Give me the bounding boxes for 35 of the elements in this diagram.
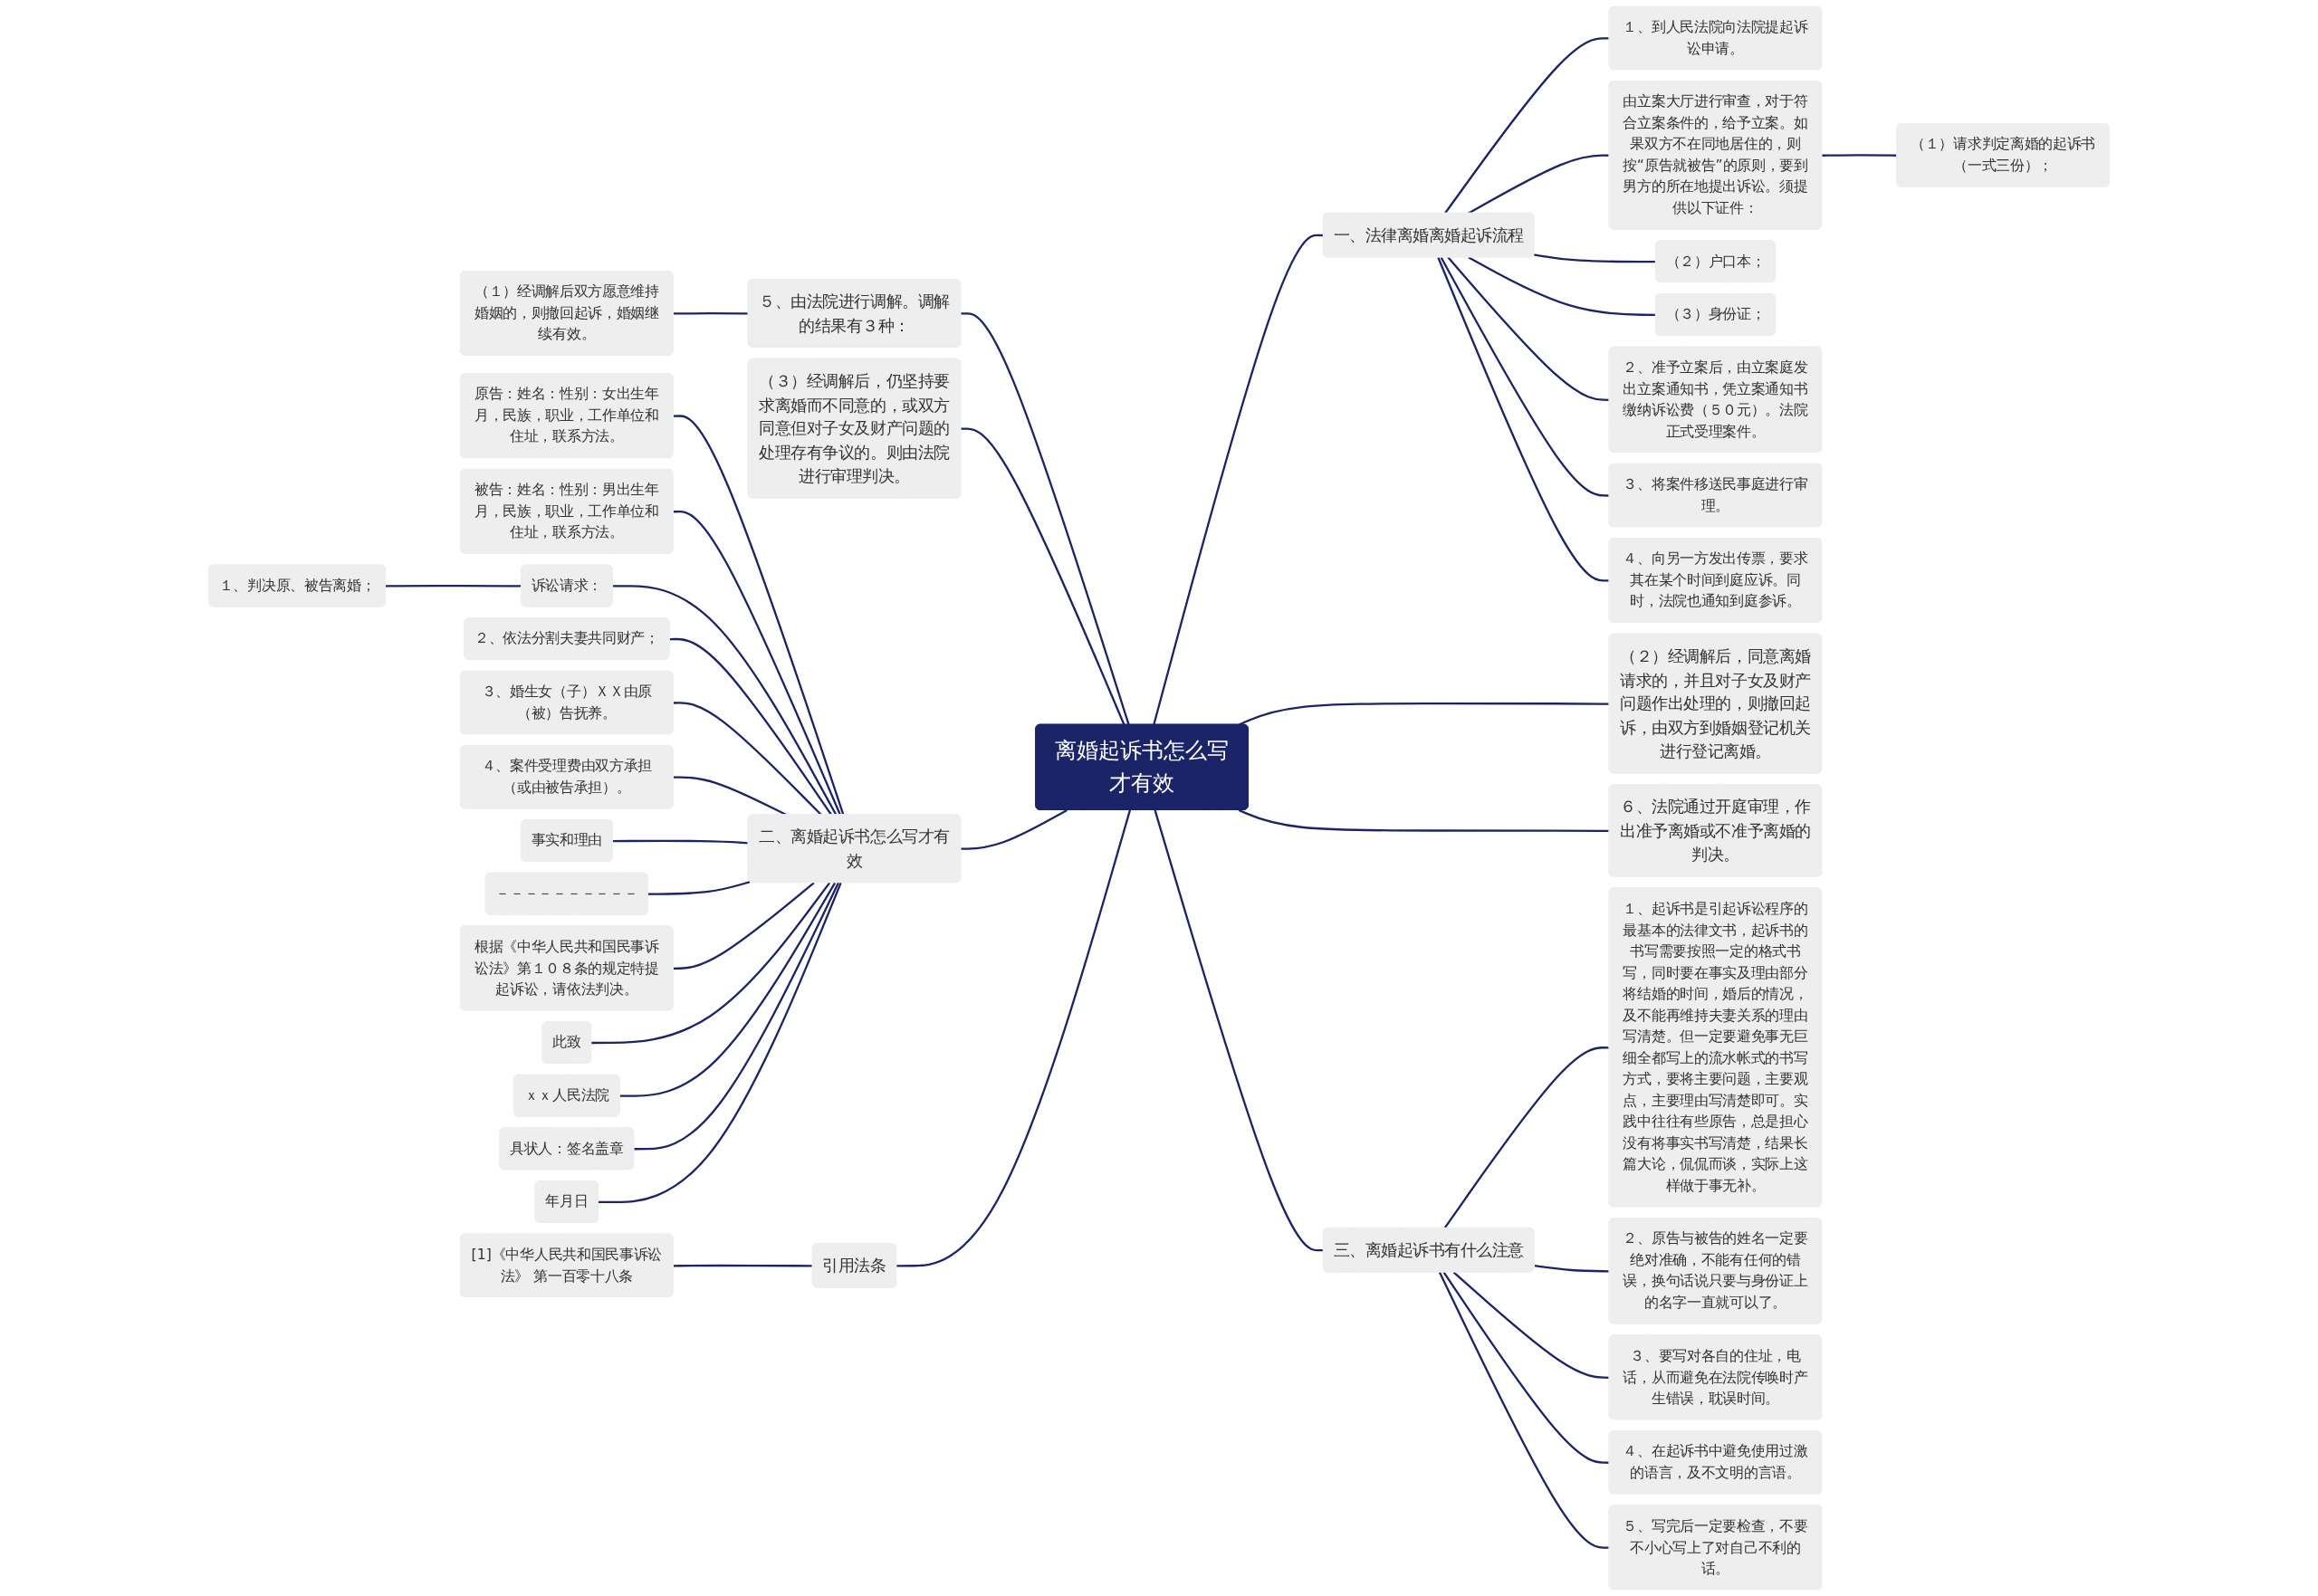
connector xyxy=(598,882,842,1204)
connector xyxy=(612,585,838,816)
connector xyxy=(1437,256,1610,582)
connector xyxy=(961,427,1125,726)
connector xyxy=(673,511,842,816)
connector xyxy=(1447,256,1610,401)
connector xyxy=(1534,1265,1610,1273)
connector xyxy=(612,839,749,845)
connector xyxy=(1238,702,1610,726)
connector xyxy=(1442,1271,1610,1464)
connector xyxy=(1533,253,1656,263)
connector xyxy=(1452,1271,1610,1379)
connector xyxy=(1438,1271,1610,1549)
connector xyxy=(647,880,751,895)
connector xyxy=(1443,37,1610,215)
connector xyxy=(669,637,833,816)
connector xyxy=(619,882,837,1097)
connector xyxy=(1238,808,1610,833)
connector xyxy=(673,312,749,315)
connector xyxy=(1440,256,1610,497)
connector xyxy=(1153,234,1324,725)
connector xyxy=(591,882,831,1045)
connector xyxy=(673,1264,813,1267)
connector xyxy=(961,312,1130,726)
connector xyxy=(1822,154,1898,157)
connector xyxy=(961,808,1068,850)
connector xyxy=(1154,809,1324,1252)
connector xyxy=(673,882,815,970)
connector xyxy=(1443,1046,1610,1229)
connector xyxy=(1468,256,1656,316)
connector xyxy=(896,809,1132,1267)
connector xyxy=(1468,154,1610,215)
connector xyxy=(385,585,522,588)
connector xyxy=(673,415,845,816)
connector xyxy=(634,882,840,1151)
